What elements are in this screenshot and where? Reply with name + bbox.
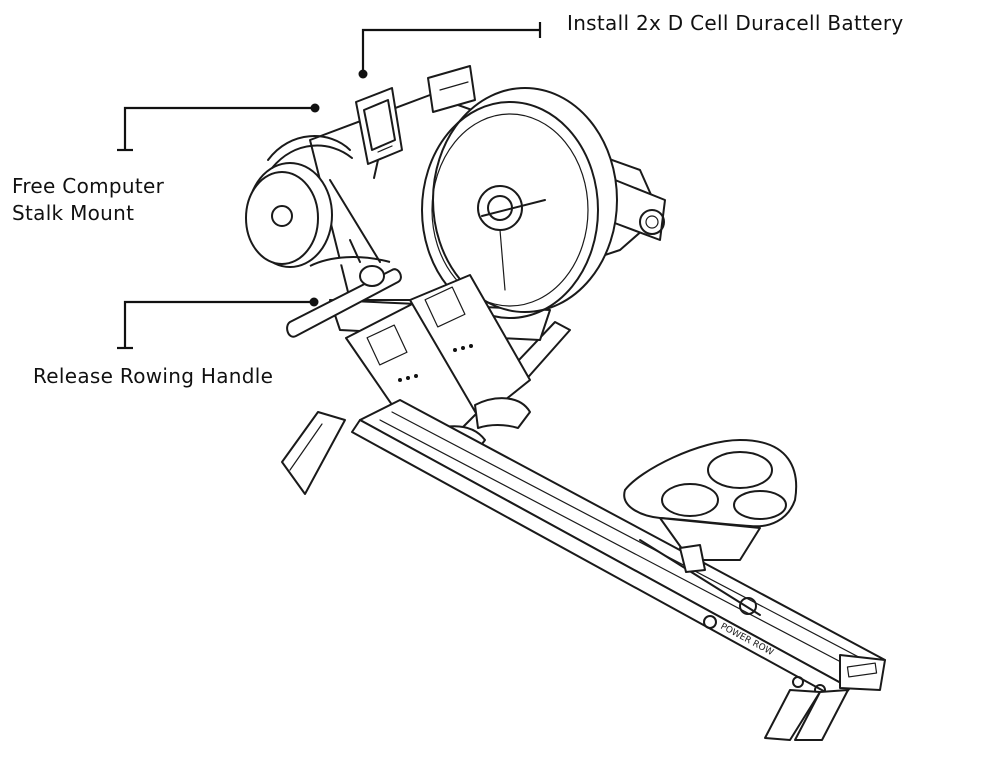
seat-icon xyxy=(623,439,798,573)
monitor-icon xyxy=(355,87,403,179)
pulley-wheel xyxy=(245,135,353,268)
stalk-mount-callout-label: Free Computer Stalk Mount xyxy=(12,173,164,227)
handle-icon xyxy=(286,179,402,338)
callout-battery-leader xyxy=(358,22,542,79)
monorail: POWER ROW xyxy=(351,399,886,701)
rear-stand xyxy=(764,689,849,741)
flywheel-icon xyxy=(421,87,618,319)
handle-callout-label: Release Rowing Handle xyxy=(33,364,274,388)
stalk-mount-callout-line1: Free Computer xyxy=(12,174,165,198)
callout-stalk-leader xyxy=(117,103,320,152)
battery-callout-label: Install 2x D Cell Duracell Battery xyxy=(567,11,904,35)
stalk-mount-callout-line2: Stalk Mount xyxy=(12,201,135,225)
callout-handle-leader xyxy=(117,297,319,350)
